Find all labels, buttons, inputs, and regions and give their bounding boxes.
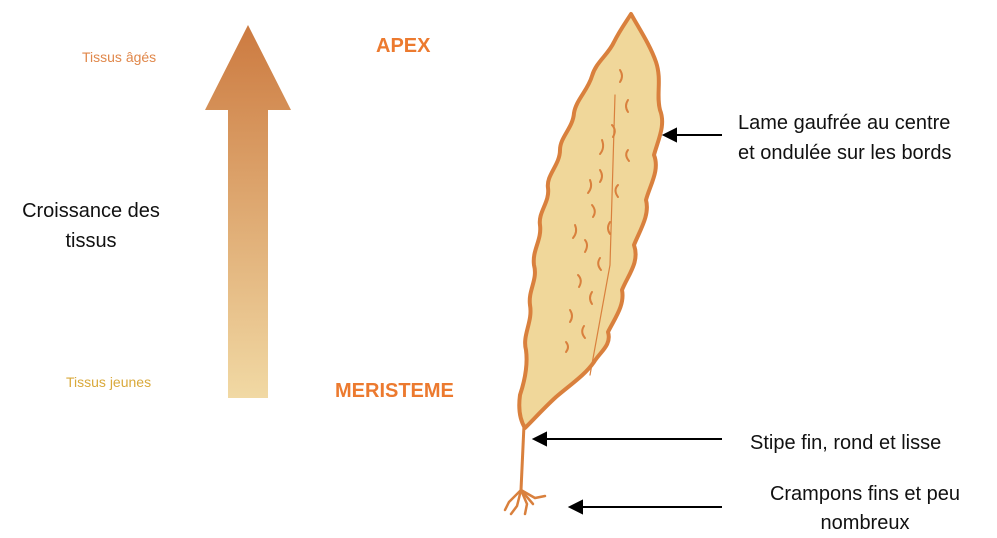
lame-annotation-line-2: et ondulée sur les bords — [738, 138, 951, 168]
growth-arrow — [205, 25, 291, 398]
stipe-annotation: Stipe fin, rond et lisse — [750, 428, 941, 458]
crampons-annotation-line-2: nombreux — [750, 509, 980, 538]
apex-label: APEX — [376, 35, 430, 58]
kelp-stipe — [521, 425, 524, 490]
lame-annotation-line-1: Lame gaufrée au centre — [738, 108, 951, 138]
crampons-annotation-line-1: Crampons fins et peu — [750, 480, 980, 509]
croissance-label: Croissance des tissus — [10, 196, 172, 256]
lame-annotation: Lame gaufrée au centre et ondulée sur le… — [738, 108, 951, 168]
croissance-label-line-2: tissus — [10, 226, 172, 256]
crampons-annotation: Crampons fins et peu nombreux — [750, 480, 980, 538]
tissus-ages-label: Tissus âgés — [82, 49, 156, 65]
kelp-crampons — [505, 490, 545, 514]
kelp-blade — [519, 14, 662, 428]
croissance-label-line-1: Croissance des — [10, 196, 172, 226]
meristeme-label: MERISTEME — [335, 380, 454, 403]
tissus-jeunes-label: Tissus jeunes — [66, 374, 151, 390]
